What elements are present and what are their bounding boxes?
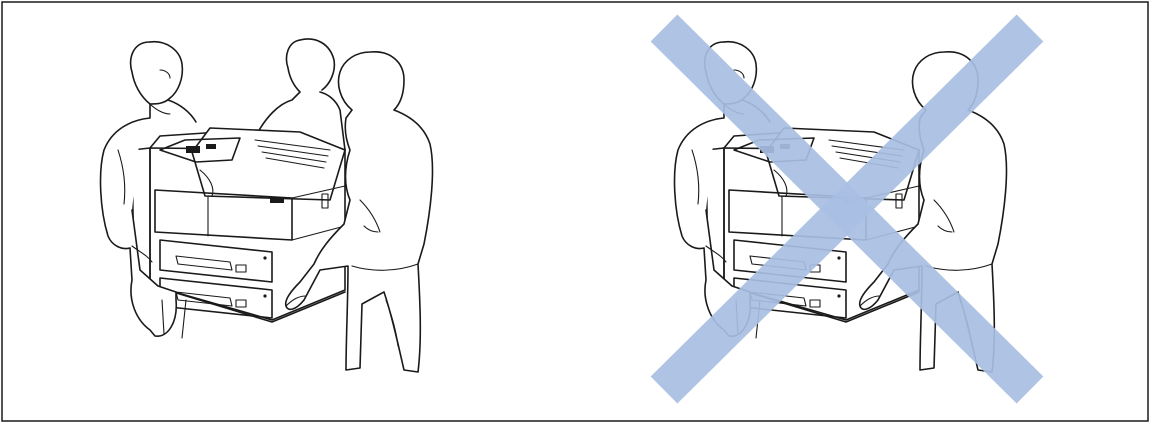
panel-correct-lift: [101, 39, 433, 372]
